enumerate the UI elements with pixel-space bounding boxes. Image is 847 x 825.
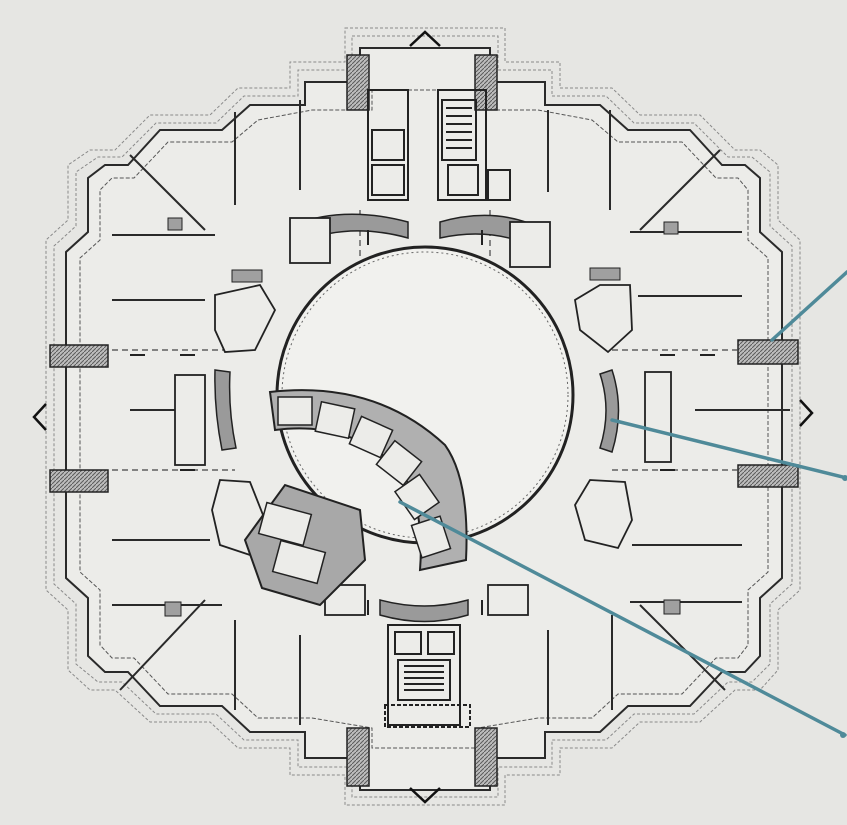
partition-walls	[112, 100, 790, 725]
satellite-rooms	[174, 217, 672, 616]
leader-line-middle	[610, 418, 847, 480]
site-boundary	[45, 27, 801, 806]
lower-left-pavilion	[243, 483, 367, 607]
leader-end-middle	[842, 475, 847, 481]
structural-columns	[49, 54, 799, 787]
central-atrium-inner-ring	[281, 251, 569, 539]
arrow-left-icon	[32, 403, 47, 431]
leader-line-top	[770, 270, 847, 342]
top-core	[367, 89, 511, 201]
leader-end-bottom	[840, 732, 846, 738]
arrow-up-icon	[409, 30, 441, 47]
leader-line-bottom	[398, 500, 847, 737]
arrow-down-icon	[409, 787, 441, 804]
arrow-right-icon	[799, 399, 814, 427]
bottom-core	[384, 624, 471, 728]
door-marks	[130, 230, 715, 615]
satellite-rooms-hatch	[164, 217, 681, 617]
curved-gallery	[268, 389, 468, 572]
interior-dashed-lines	[112, 210, 740, 471]
